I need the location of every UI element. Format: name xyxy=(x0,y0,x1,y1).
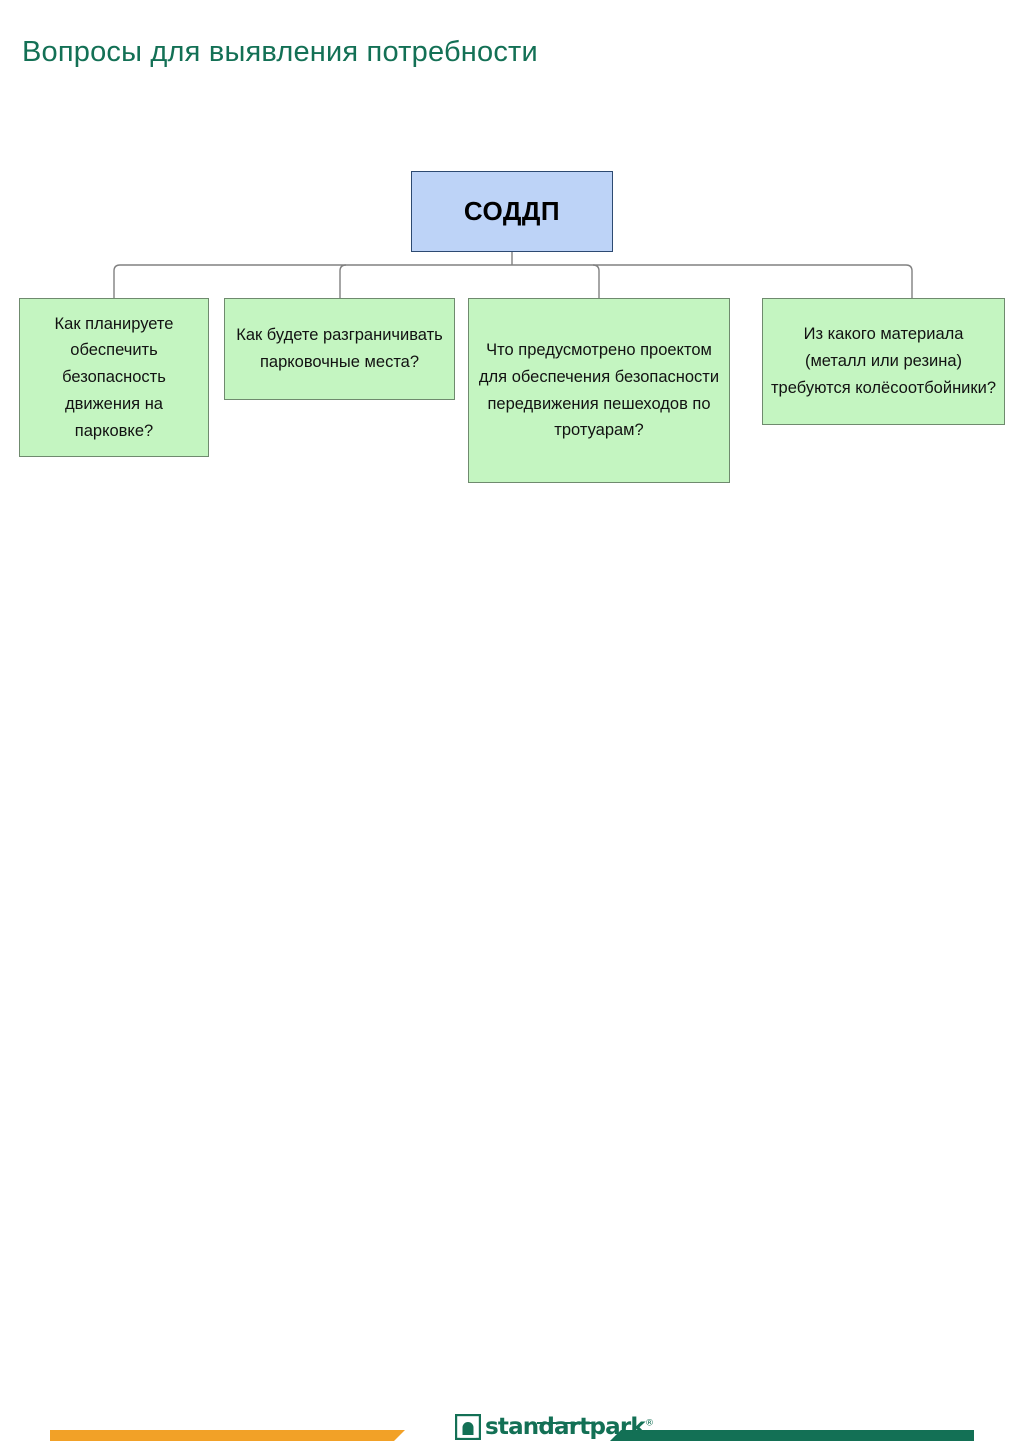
node-leaf-4-label: Из какого материала (металл или резина) … xyxy=(771,325,997,397)
brand-wordmark: standartpark® xyxy=(485,1413,654,1440)
registered-trademark-icon: ® xyxy=(644,1417,654,1428)
brand-logo: standartpark® xyxy=(455,1410,654,1444)
node-leaf-3-label: Что предусмотрено проектом для обеспечен… xyxy=(478,341,720,440)
node-leaf-4[interactable]: Из какого материала (металл или резина) … xyxy=(762,298,1005,425)
brand-wordmark-text: standartpark xyxy=(485,1413,646,1440)
footer-accent-bar-green xyxy=(610,1430,974,1441)
footer-accent-bar-orange xyxy=(50,1430,405,1441)
org-chart-diagram: СОДДП Как планируете обеспечить безопасн… xyxy=(19,171,1005,483)
logo-strike-decoration xyxy=(537,1421,593,1424)
node-leaf-2-label: Как будете разграничивать парковочные ме… xyxy=(236,326,443,371)
node-leaf-2[interactable]: Как будете разграничивать парковочные ме… xyxy=(224,298,455,400)
slide-footer: standartpark® xyxy=(0,700,1024,1441)
node-leaf-3[interactable]: Что предусмотрено проектом для обеспечен… xyxy=(468,298,730,483)
node-root-label: СОДДП xyxy=(463,196,561,226)
arch-logo-icon xyxy=(455,1414,481,1440)
node-leaf-1[interactable]: Как планируете обеспечить безопасность д… xyxy=(19,298,209,457)
node-leaf-1-label: Как планируете обеспечить безопасность д… xyxy=(54,314,174,440)
node-root[interactable]: СОДДП xyxy=(411,171,613,252)
page-title: Вопросы для выявления потребности xyxy=(22,36,538,68)
